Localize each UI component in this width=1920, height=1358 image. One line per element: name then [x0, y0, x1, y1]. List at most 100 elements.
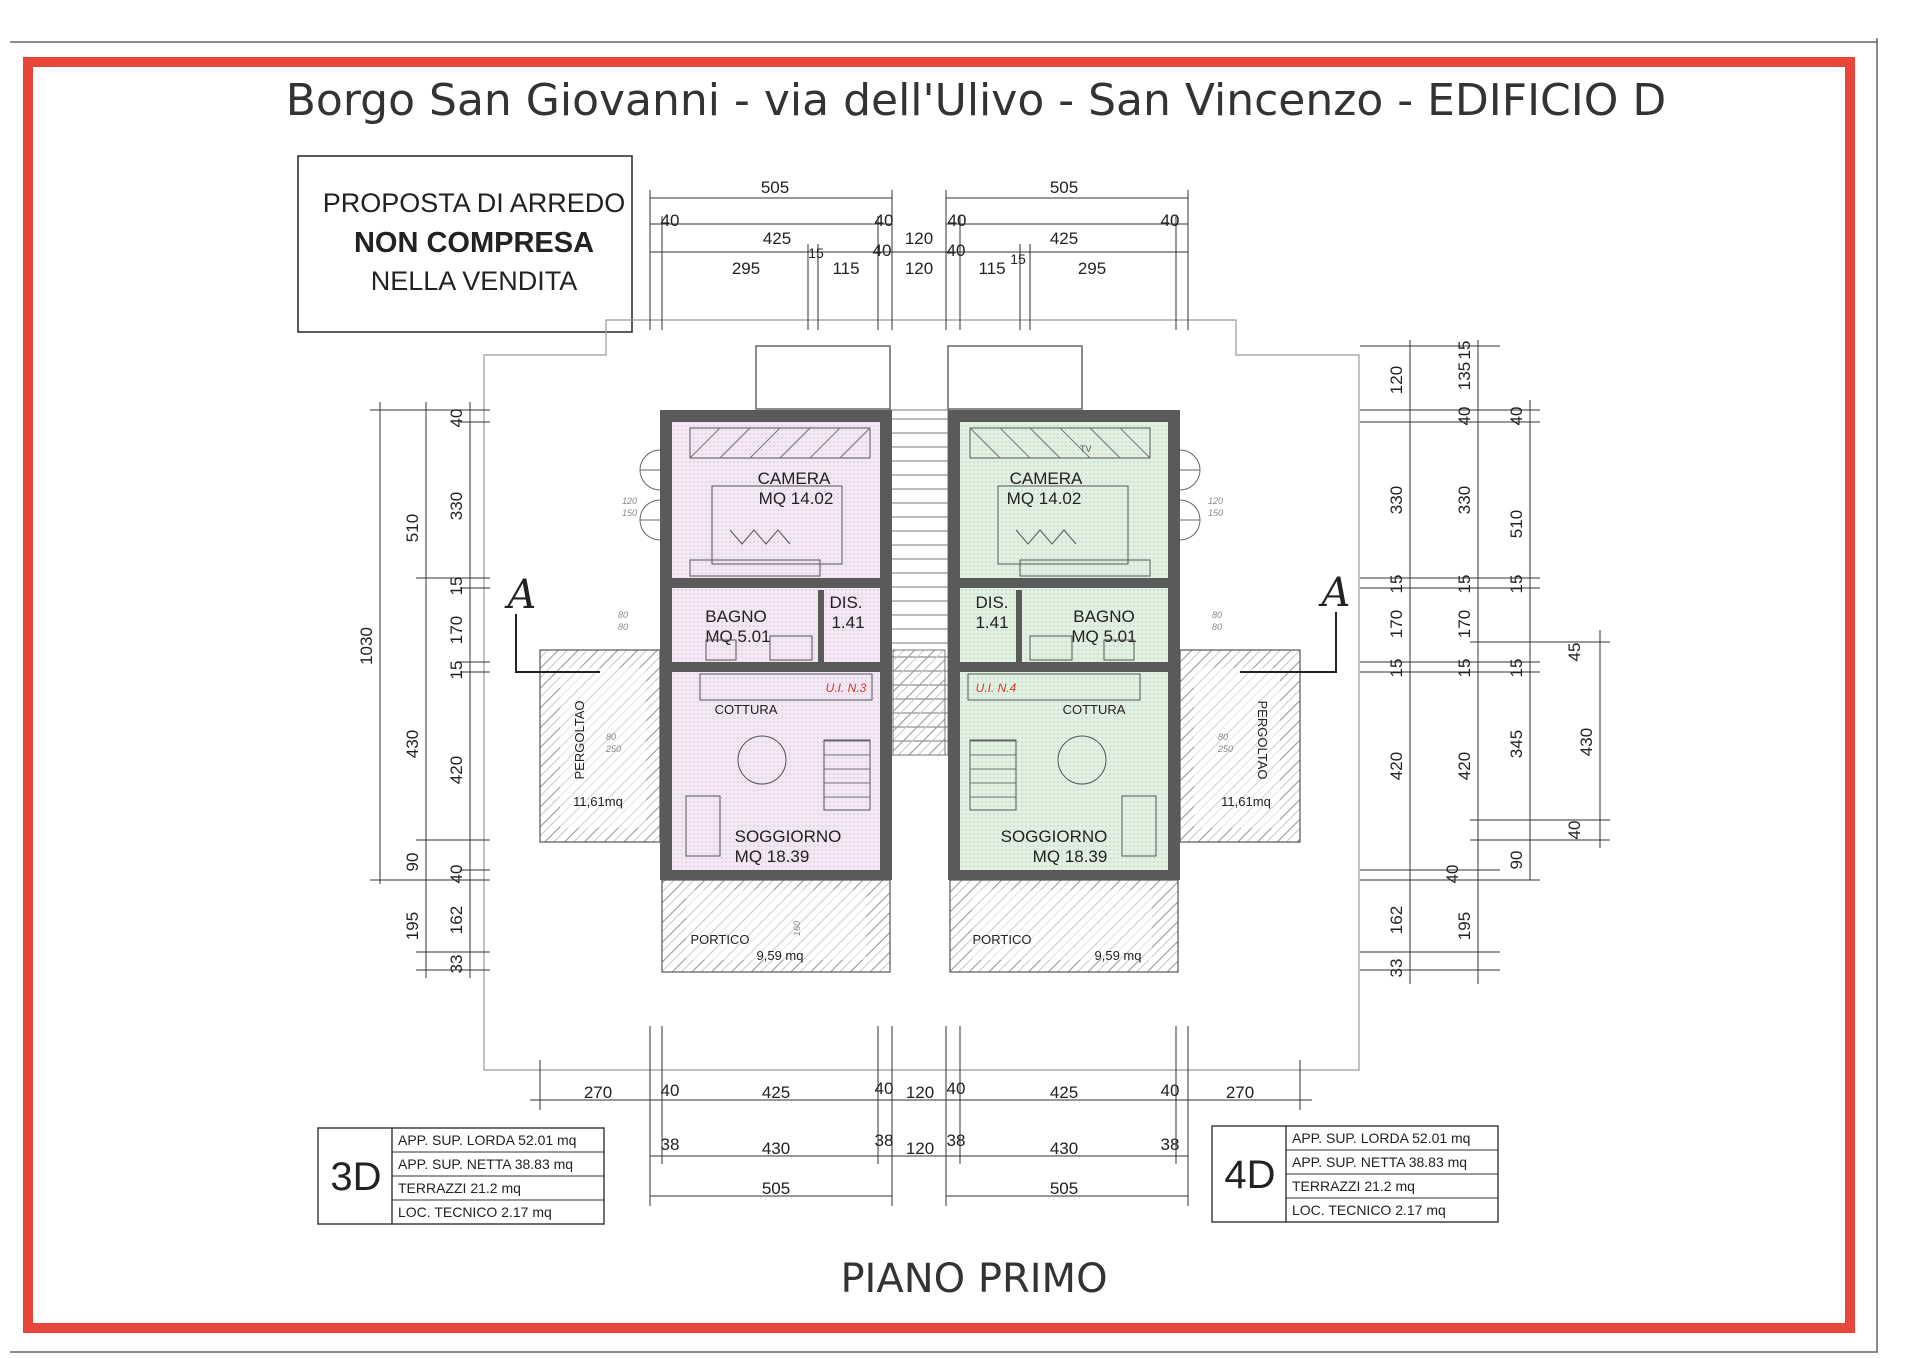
dim-right-170-a: 170	[1387, 610, 1406, 638]
dim-right-420-b: 420	[1455, 752, 1474, 780]
dim-right-15-b: 15	[1387, 575, 1406, 594]
dim-left-15-b: 15	[447, 661, 466, 680]
dims-right-labels: 120 135 15 40 40 330 330 510 15 15 15 17…	[1387, 341, 1596, 978]
sofa-left	[685, 795, 721, 857]
room-camera-right: CAMERA	[1010, 469, 1083, 488]
dim-bottom-38-a: 38	[661, 1135, 680, 1154]
dim-top-40-f: 40	[947, 241, 966, 260]
window-swing-right-1	[1179, 449, 1201, 491]
unit-4d-row-3: TERRAZZI 21.2 mq	[1292, 1178, 1415, 1194]
dim-top-15-l: 15	[808, 245, 824, 261]
kitchen-counter-right	[967, 673, 1141, 701]
unit-right: TV CAMERA MQ 14.02 DIS. 1.41 BAGNO MQ 5.…	[948, 410, 1223, 880]
room-cottura-right: COTTURA	[1063, 702, 1126, 717]
dim-right-195: 195	[1455, 912, 1474, 940]
kitchen-counter-left	[699, 673, 873, 701]
dim-top-295-r: 295	[1078, 259, 1106, 278]
unit-3d-row-2: APP. SUP. NETTA 38.83 mq	[398, 1156, 573, 1172]
footer-title: PIANO PRIMO	[840, 1256, 1107, 1302]
unit-3d-row-1: APP. SUP. LORDA 52.01 mq	[398, 1132, 576, 1148]
dim-right-15-g: 15	[1507, 659, 1526, 678]
dim-right-162: 162	[1387, 906, 1406, 934]
sink-left	[705, 639, 737, 661]
pergolato-left-label: PERGOLTAO	[572, 701, 587, 780]
dim-bottom-425-r: 425	[1050, 1083, 1078, 1102]
dim-right-430: 430	[1577, 728, 1596, 756]
dim-right-40-d: 40	[1443, 865, 1462, 884]
unit-table-4d: 4D APP. SUP. LORDA 52.01 mq APP. SUP. NE…	[1211, 1125, 1499, 1223]
dim-left-90: 90	[403, 853, 422, 872]
dim-top-40-c: 40	[948, 211, 967, 230]
unit-left: CAMERA MQ 14.02 BAGNO MQ 5.01 DIS. 1.41 …	[618, 410, 892, 880]
bed-left-cover	[729, 529, 791, 545]
room-dis-left: DIS.	[829, 593, 862, 612]
dim-right-40-c: 40	[1565, 821, 1584, 840]
window-mark-right-1: 120	[1208, 496, 1223, 506]
sink-right	[1103, 639, 1135, 661]
room-soggiorno-left: SOGGIORNO	[735, 827, 842, 846]
wall-inner-r3	[1016, 590, 1022, 662]
room-bagno-right: BAGNO	[1073, 607, 1134, 626]
portico-right: PORTICO 9,59 mq	[949, 879, 1179, 973]
bed-right	[997, 485, 1129, 565]
dim-top-120-b: 120	[905, 259, 933, 278]
central-landing	[892, 649, 946, 756]
stair-left	[823, 739, 871, 811]
unit-label-left: U.I. N.3	[826, 681, 867, 695]
window-mark-right-5: 80	[1218, 732, 1228, 742]
dim-right-33: 33	[1387, 959, 1406, 978]
dim-right-15-d: 15	[1507, 575, 1526, 594]
wall-inner-3	[818, 590, 824, 662]
window-mark-left-7: 160	[792, 921, 802, 936]
unit-label-right: U.I. N.4	[976, 681, 1017, 695]
dim-bottom-38-c: 38	[947, 1131, 966, 1150]
dim-left-40-b: 40	[447, 865, 466, 884]
dim-top-40-a: 40	[661, 211, 680, 230]
section-marker-left: A	[504, 572, 600, 673]
dim-bottom-40-b: 40	[875, 1079, 894, 1098]
wall-inner-r1	[960, 578, 1168, 588]
dims-right	[1360, 340, 1610, 984]
dims-left	[370, 402, 490, 978]
portico-right-area: 9,59 mq	[1095, 948, 1142, 963]
furniture-notice: PROPOSTA DI ARREDO NON COMPRESA NELLA VE…	[297, 155, 633, 333]
dims-bottom-labels: 270 40 425 40 120 40 425 40 270 38 430 3…	[584, 1079, 1254, 1198]
dim-top-40-b: 40	[875, 211, 894, 230]
window-mark-right-3: 80	[1212, 610, 1222, 620]
shower-left	[769, 635, 813, 661]
dims-left-labels: 1030 510 430 90 195 40 330 15 170 15 420…	[357, 409, 466, 974]
window-mark-right-4: 80	[1212, 622, 1222, 632]
room-soggiorno-area-left: MQ 18.39	[735, 847, 810, 866]
dresser-left	[689, 559, 821, 577]
window-swing-left-2	[639, 499, 661, 541]
dim-left-33: 33	[447, 955, 466, 974]
dim-bottom-425-l: 425	[762, 1083, 790, 1102]
dim-bottom-430-l: 430	[762, 1139, 790, 1158]
dim-bottom-40-a: 40	[661, 1081, 680, 1100]
dim-right-345: 345	[1507, 730, 1526, 758]
dim-bottom-40-c: 40	[947, 1079, 966, 1098]
dim-top-425-l: 425	[763, 229, 791, 248]
dim-bottom-40-d: 40	[1161, 1081, 1180, 1100]
dim-right-45: 45	[1565, 643, 1584, 662]
dim-bottom-505-l: 505	[762, 1179, 790, 1198]
dim-top-40-e: 40	[873, 241, 892, 260]
window-mark-right-2: 150	[1208, 508, 1223, 518]
room-camera-area-right: MQ 14.02	[1007, 489, 1082, 508]
dim-bottom-38-d: 38	[1161, 1135, 1180, 1154]
page-title: Borgo San Giovanni - via dell'Ulivo - Sa…	[286, 75, 1667, 126]
dim-right-40-b: 40	[1507, 407, 1526, 426]
site-outline	[483, 319, 1360, 1071]
dim-bottom-120-b: 120	[906, 1139, 934, 1158]
dim-left-1030: 1030	[357, 627, 376, 665]
dims-top	[649, 190, 1189, 330]
wall-inner-2	[672, 662, 880, 672]
dim-right-420-a: 420	[1387, 752, 1406, 780]
section-marker-right: A	[1240, 570, 1351, 673]
room-bagno-area-left: MQ 5.01	[705, 627, 770, 646]
dim-bottom-270-l: 270	[584, 1083, 612, 1102]
pergolato-right-area: 11,61mq	[1221, 794, 1271, 809]
section-letter-right: A	[1318, 570, 1351, 616]
dim-right-15-e: 15	[1387, 659, 1406, 678]
